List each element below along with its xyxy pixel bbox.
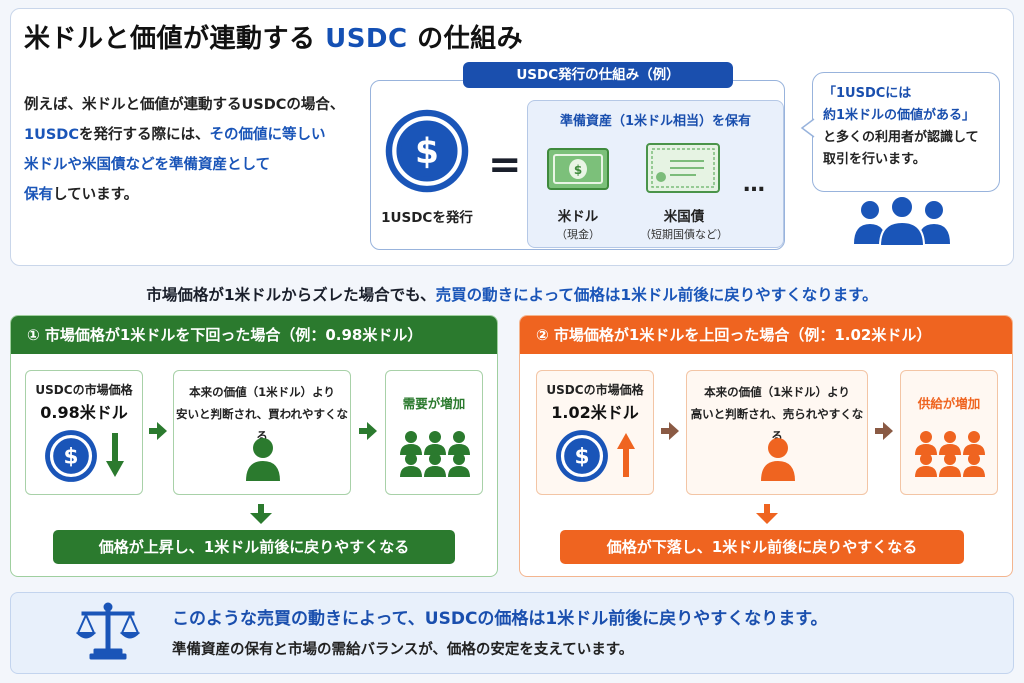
price-label: USDCの市場価格 [546,383,644,397]
judgement-text-2: 高いと判断され、売られやすくなる [690,407,864,443]
case-below-panel: ① 市場価格が1米ドルを下回った場合（例：0.98米ドル） USDCの市場価格 … [10,315,498,577]
more-dots: … [743,172,767,197]
result-label: 需要が増加 [402,396,466,411]
bubble-line-2: 約1米ドルの価値がある」 [823,108,976,123]
case-below-judgement-box: 本来の価値（1米ドル）より 安いと判断され、買われやすくなる [173,370,351,495]
mechanism-banner: USDC発行の仕組み（例） [463,62,733,88]
svg-text:$: $ [574,163,582,177]
judgement-text-1: 本来の価値（1米ドル）より [189,385,335,399]
reserve-title: 準備資産（1米ドル相当）を保有 [559,114,752,129]
price-value: 1.02米ドル [551,403,639,422]
person-icon [245,437,281,481]
bubble-line-3: と多くの利用者が認識して [823,130,979,145]
case-above-header: ② 市場価格が1米ドルを上回った場合（例：1.02米ドル） [520,316,1012,354]
intro-line-4: 保有しています。 [24,187,139,203]
summary-line-2: 準備資産の保有と市場の需給バランスが、価格の安定を支えています。 [172,642,634,658]
page-title: 米ドルと価値が連動する USDC の仕組み [24,24,524,54]
crowd-icon [912,429,988,479]
usdc-coin-icon: $ [555,429,609,483]
case-below-result-box: 需要が増加 [385,370,483,495]
crowd-icon [397,429,473,479]
person-icon [760,437,796,481]
case-above-panel: ② 市場価格が1米ドルを上回った場合（例：1.02米ドル） USDCの市場価格 … [519,315,1013,577]
svg-text:$: $ [415,132,439,172]
arrow-up-icon [617,433,635,477]
intro-line-1: 例えば、米ドルと価値が連動するUSDCの場合、 [24,97,345,113]
usdc-coin-icon: $ [384,108,470,194]
case-below-result: 価格が上昇し、1米ドル前後に戻りやすくなる [53,530,455,564]
balance-scale-icon [76,601,140,661]
equals-sign: = [488,142,522,188]
case-below-header: ① 市場価格が1米ドルを下回った場合（例：0.98米ドル） [11,316,497,354]
price-label: USDCの市場価格 [35,383,133,397]
bond-sub: （短期国債など） [640,228,728,241]
summary-line-1: このような売買の動きによって、USDCの価格は1米ドル前後に戻りやすくなります。 [172,609,828,629]
svg-text:$: $ [574,445,589,470]
users-group-icon [852,196,952,248]
judgement-text-1: 本来の価値（1米ドル）より [704,385,850,399]
case-above-result: 価格が下落し、1米ドル前後に戻りやすくなる [560,530,964,564]
banknote-icon: $ [547,148,609,190]
case-above-price-box: USDCの市場価格 1.02米ドル $ [536,370,654,495]
price-value: 0.98米ドル [40,403,128,422]
headline: 市場価格が1米ドルからズレた場合でも、売買の動きによって価格は1米ドル前後に戻り… [146,286,878,304]
bond-label: 米国債 [663,209,705,225]
arrow-down-icon [250,504,272,524]
bubble-tail [800,118,816,138]
summary-panel [10,592,1014,674]
issue-label: 1USDCを発行 [381,210,473,226]
arrow-right-icon [661,422,679,440]
intro-line-3: 米ドルや米国債などを準備資産として [24,157,271,173]
speech-bubble: 「1USDCには 約1米ドルの価値がある」 と多くの利用者が認識して 取引を行い… [812,72,1000,192]
judgement-text-2: 安いと判断され、買われやすくなる [175,407,349,443]
result-label: 供給が増加 [917,396,981,411]
arrow-right-icon [149,422,167,440]
intro-line-2: 1USDCを発行する際には、その価値に等しい [24,127,326,143]
arrow-right-icon [359,422,377,440]
arrow-down-icon [756,504,778,524]
svg-text:$: $ [63,445,78,470]
cash-sub: （現金） [556,228,600,241]
usdc-coin-icon: $ [44,429,98,483]
case-above-result-box: 供給が増加 [900,370,998,495]
arrow-right-icon [875,422,893,440]
case-above-judgement-box: 本来の価値（1米ドル）より 高いと判断され、売られやすくなる [686,370,868,495]
certificate-icon [646,143,720,193]
intro-text: 例えば、米ドルと価値が連動するUSDCの場合、 1USDCを発行する際には、その… [24,90,374,210]
case-below-price-box: USDCの市場価格 0.98米ドル $ [25,370,143,495]
bubble-line-1: 「1USDCには [823,86,912,101]
bubble-line-4: 取引を行います。 [823,152,926,167]
arrow-down-icon [106,433,124,477]
cash-label: 米ドル [557,209,599,225]
